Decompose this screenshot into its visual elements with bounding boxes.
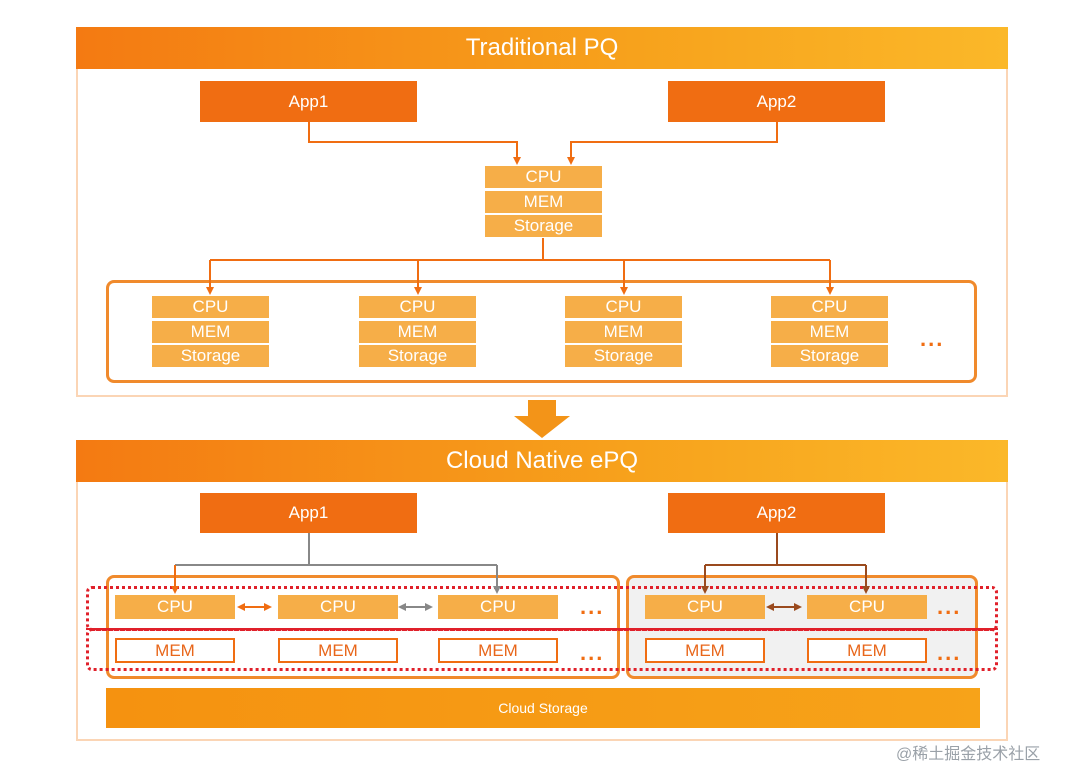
worker1-cpu: CPU [152,296,269,318]
watermark-text: @稀土掘金技术社区 [896,746,1041,763]
app2-to-center-line [567,122,778,165]
group1-mem-1: MEM [115,638,235,663]
cloud-native-epq-title: Cloud Native ePQ [76,440,1008,482]
app1-to-center-line [308,122,521,165]
group2-mem-1: MEM [645,638,765,663]
group2-cpu-1: CPU [645,595,765,619]
worker4-mem: MEM [771,321,888,343]
group1-cpu-3: CPU [438,595,558,619]
group2-frame [626,575,978,679]
group1-cpu-1: CPU [115,595,235,619]
group2-cpu-ellipsis: ... [937,594,962,619]
group2-mem-ellipsis: ... [937,640,962,665]
traditional-pq-title: Traditional PQ [76,27,1008,69]
worker3-cpu: CPU [565,296,682,318]
cloud-storage-bar: Cloud Storage [106,688,980,728]
group2-mem-2: MEM [807,638,927,663]
traditional-app1: App1 [200,81,417,122]
group1-cpu-ellipsis: ... [580,594,605,619]
traditional-ellipsis: ... [920,326,945,351]
center-cpu: CPU [485,166,602,188]
worker3-mem: MEM [565,321,682,343]
worker4-cpu: CPU [771,296,888,318]
traditional-workers-frame [106,280,977,383]
worker1-mem: MEM [152,321,269,343]
group1-cpu-2: CPU [278,595,398,619]
center-storage: Storage [485,215,602,237]
group1-mem-3: MEM [438,638,558,663]
cloud-app2: App2 [668,493,885,533]
worker2-storage: Storage [359,345,476,367]
worker2-cpu: CPU [359,296,476,318]
center-mem: MEM [485,191,602,213]
group1-mem-ellipsis: ... [580,640,605,665]
group1-frame [106,575,620,679]
transition-down-arrow-icon [514,400,570,438]
traditional-app2: App2 [668,81,885,122]
group2-cpu-2: CPU [807,595,927,619]
worker4-storage: Storage [771,345,888,367]
worker3-storage: Storage [565,345,682,367]
cloud-app1: App1 [200,493,417,533]
group1-mem-2: MEM [278,638,398,663]
worker1-storage: Storage [152,345,269,367]
worker2-mem: MEM [359,321,476,343]
